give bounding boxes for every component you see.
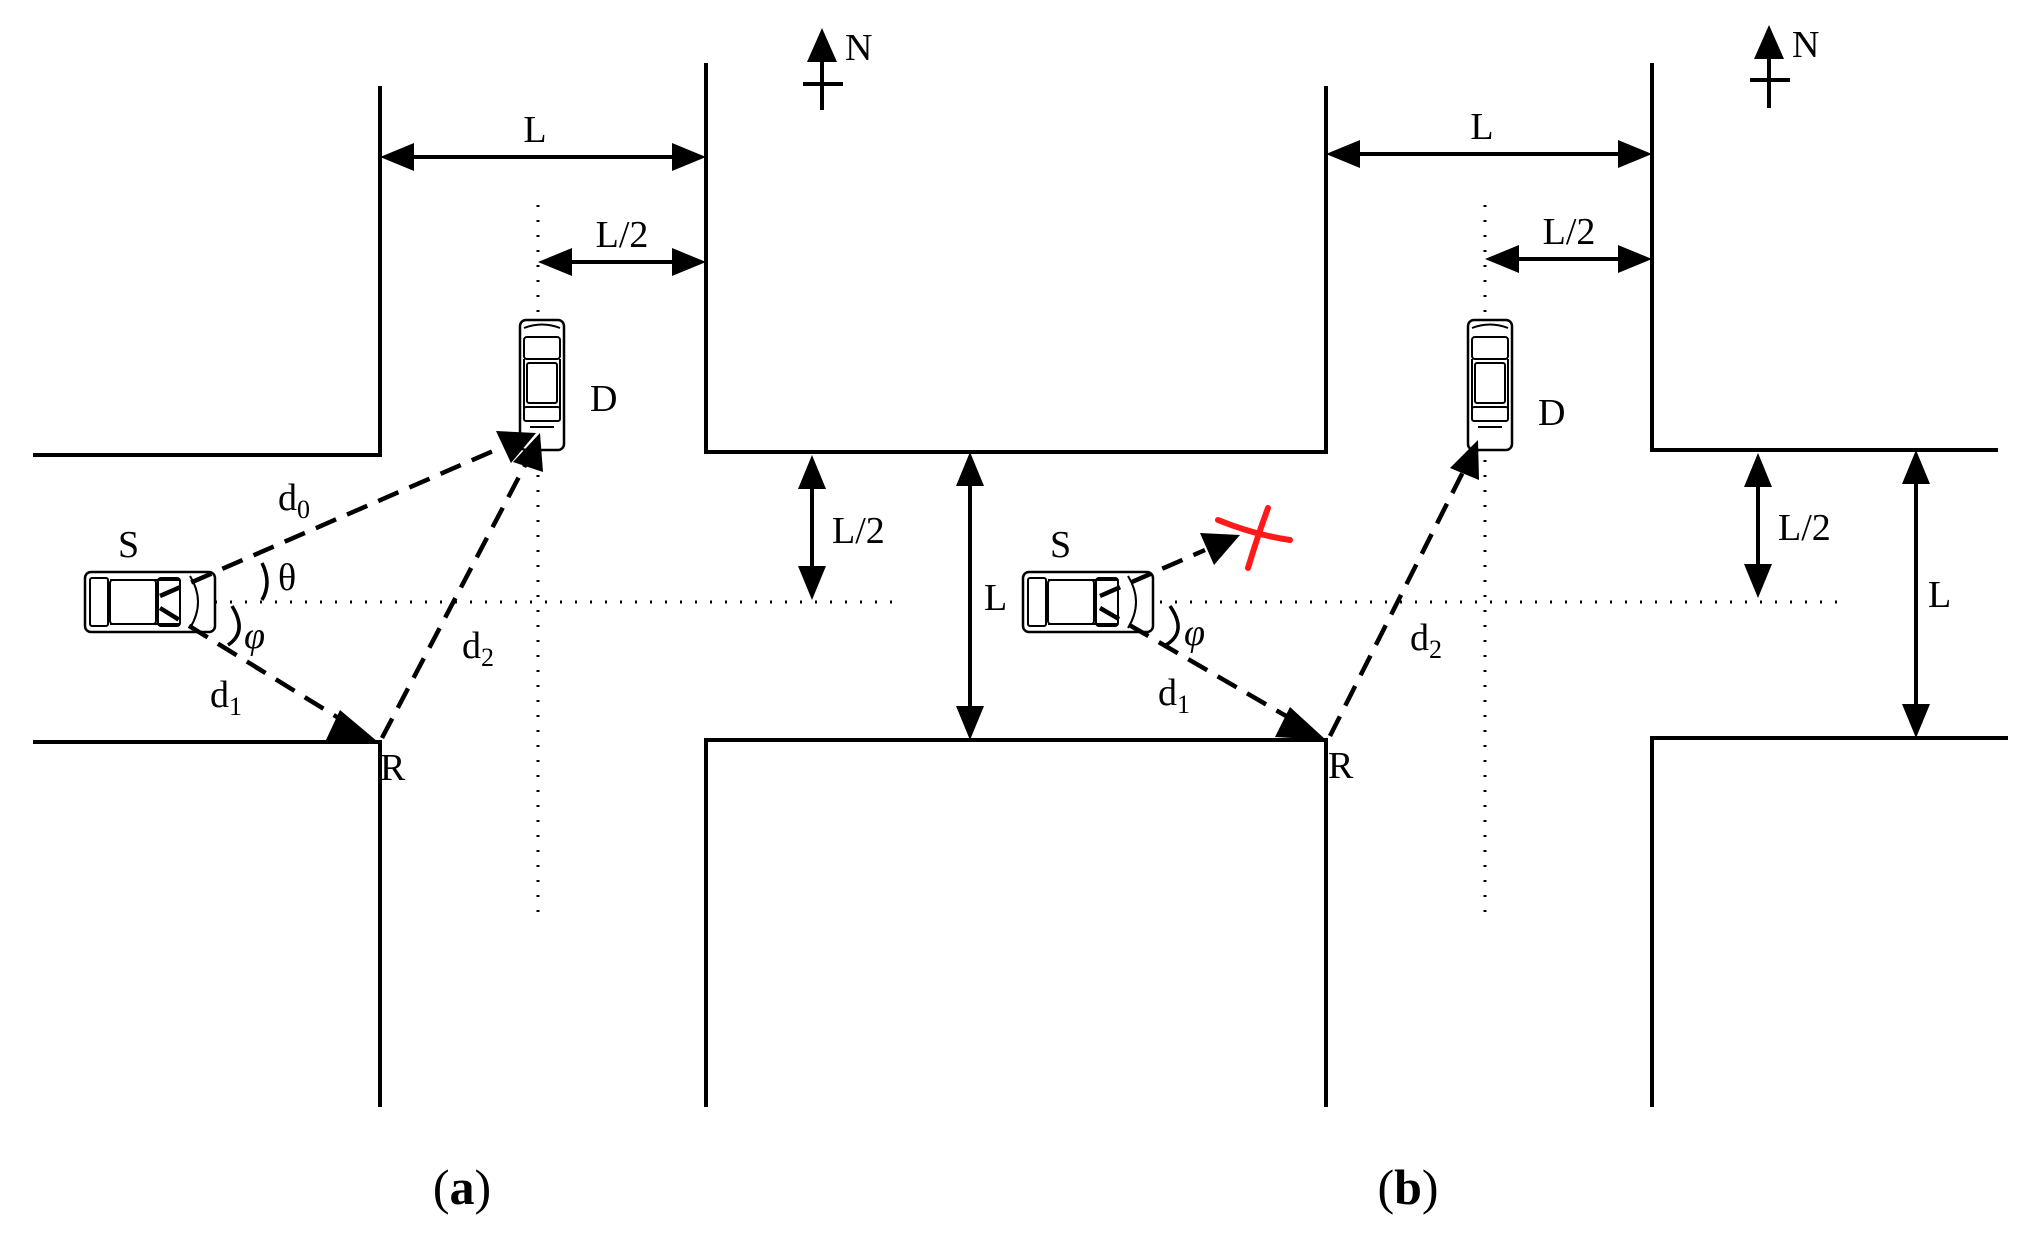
link-d2-a: [380, 433, 543, 740]
label-destination-a: D: [590, 378, 617, 420]
blocked-link-icon: [1215, 505, 1293, 571]
angle-phi-arc-b: [1165, 605, 1180, 647]
label-relay-b: R: [1328, 745, 1354, 787]
road-edge-a-bottom-left: [33, 740, 382, 1107]
car-destination-b: [1466, 318, 1514, 452]
dimension-arrow-a-right-half: [798, 455, 826, 600]
label-phi-b: φ: [1184, 612, 1205, 654]
link-d0-a: [159, 431, 536, 599]
dimension-arrow-b-top-half: [1485, 245, 1652, 273]
road-edge-a-top-right: [704, 63, 1328, 454]
panel-caption-b: (b): [1377, 1159, 1438, 1215]
label-d1-b: d1: [1158, 672, 1190, 719]
label-a-top-half: L/2: [596, 214, 649, 256]
panel-b: N L L/2 L/2 L L: [984, 24, 2008, 1215]
link-blocked-b: [1099, 533, 1240, 599]
label-d2-b: d2: [1410, 617, 1442, 664]
dimension-arrow-b-top-L: [1326, 140, 1652, 168]
link-d1-a: [158, 606, 378, 742]
road-edge-a-top-left: [33, 86, 382, 457]
car-destination-a: [518, 318, 566, 452]
road-edge-a-bottom-right: [704, 738, 1328, 1107]
link-d2-b: [1327, 440, 1479, 738]
road-edge-b-bottom-right: [1650, 736, 2008, 1107]
angle-phi-arc-a: [226, 605, 241, 647]
panel-a: N L L/2 L/2: [33, 27, 1328, 1215]
road-edge-b-top-right: [1650, 63, 1998, 452]
dimension-arrow-a-right-L: [956, 452, 984, 740]
label-b-right-half: L/2: [1778, 507, 1831, 549]
angle-theta-arc-a: [260, 562, 269, 601]
link-d1-b: [1098, 606, 1326, 740]
north-label-b: N: [1792, 24, 1819, 66]
label-d1-a: d1: [210, 674, 242, 721]
label-a-right-L: L: [984, 577, 1007, 619]
label-b-top-L: L: [1470, 106, 1493, 148]
dimension-arrow-b-right-L: [1902, 450, 1930, 738]
label-theta-a: θ: [278, 557, 296, 599]
panel-caption-a: (a): [433, 1159, 491, 1215]
label-d2-a: d2: [462, 625, 494, 672]
label-b-top-half: L/2: [1543, 211, 1596, 253]
label-b-right-L: L: [1928, 574, 1951, 616]
dimension-arrow-a-top-L: [380, 143, 706, 171]
label-a-right-half: L/2: [832, 510, 885, 552]
label-relay-a: R: [380, 747, 406, 789]
dimension-arrow-a-top-half: [538, 248, 706, 276]
label-phi-a: φ: [244, 615, 265, 657]
label-source-a: S: [118, 524, 139, 566]
label-destination-b: D: [1538, 392, 1565, 434]
label-a-top-L: L: [523, 109, 546, 151]
label-source-b: S: [1050, 524, 1071, 566]
north-arrow-icon: [803, 28, 843, 110]
dimension-arrow-b-right-half: [1744, 453, 1772, 598]
theta-label-a: d0: [278, 477, 310, 524]
north-arrow-icon-b: [1750, 25, 1790, 108]
north-label: N: [845, 27, 872, 69]
